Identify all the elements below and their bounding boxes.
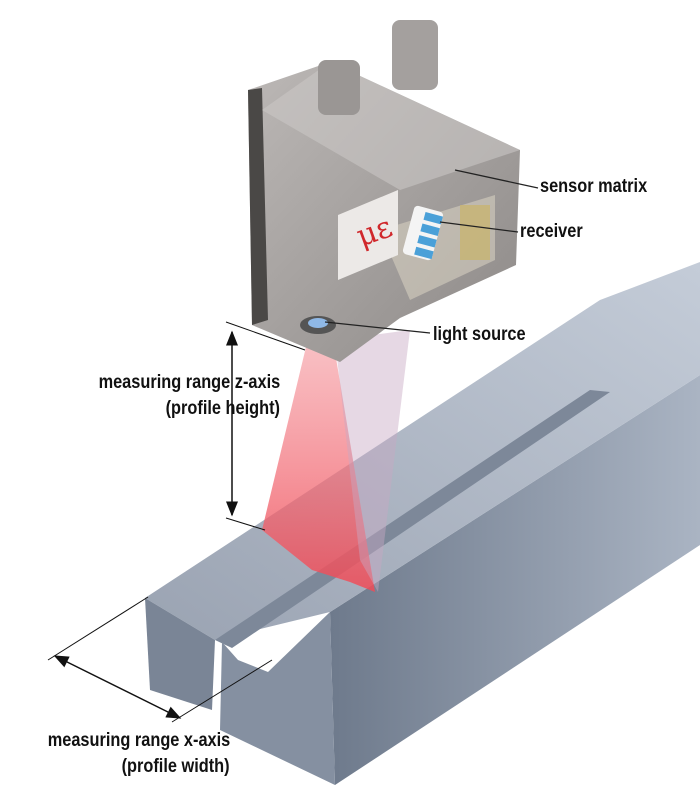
sensor-housing: με bbox=[248, 20, 520, 362]
rail-right-front bbox=[220, 612, 335, 785]
rail-groove bbox=[215, 390, 610, 648]
connector-2 bbox=[392, 20, 438, 90]
sensor-matrix-label: sensor matrix bbox=[540, 176, 648, 197]
light-source-label: light source bbox=[433, 324, 526, 345]
connector-1 bbox=[318, 60, 360, 115]
sensor-matrix-leader bbox=[454, 169, 539, 189]
receiver-label: receiver bbox=[520, 221, 583, 242]
receiver-lens-icon bbox=[402, 205, 444, 261]
receiver-leader bbox=[439, 221, 519, 233]
micro-epsilon-logo: με bbox=[338, 190, 398, 280]
light-source-leader bbox=[324, 321, 431, 334]
profile-rail bbox=[145, 262, 700, 785]
z-axis-label-line1: measuring range z-axis bbox=[98, 372, 280, 393]
x-axis-label-line2: (profile width) bbox=[121, 756, 230, 777]
rail-side-face bbox=[330, 375, 700, 785]
x-axis-arrow bbox=[53, 655, 182, 719]
z-axis-label-line2: (profile height) bbox=[165, 398, 280, 419]
laser-fan bbox=[262, 322, 410, 592]
x-axis-label-line1: measuring range x-axis bbox=[47, 730, 230, 751]
warning-label bbox=[460, 205, 490, 260]
